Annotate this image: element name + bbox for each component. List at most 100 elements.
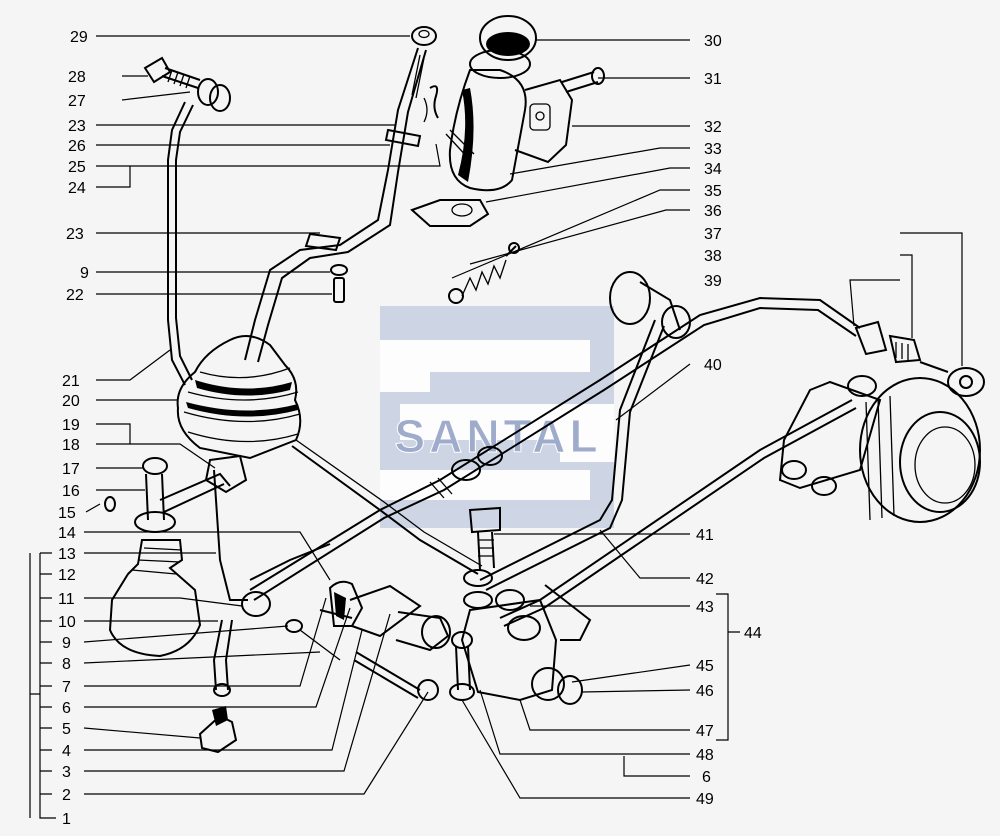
part-knob-30 <box>469 15 537 79</box>
callout-35: 35 <box>704 183 722 200</box>
callout-49: 49 <box>696 791 714 808</box>
part-bracket-18 <box>204 454 248 601</box>
callout-37: 37 <box>704 226 722 243</box>
part-clamp-26 <box>304 128 422 252</box>
leader-36 <box>469 209 690 265</box>
callout-47: 47 <box>696 723 714 740</box>
leader-4 <box>84 629 363 751</box>
callout-5: 5 <box>62 721 71 738</box>
leader-9b <box>83 625 289 643</box>
callout-9: 9 <box>80 265 89 282</box>
leader-49 <box>461 699 690 799</box>
leader-11 <box>84 597 243 607</box>
callout-numbers-right: 30 31 32 33 34 35 36 37 38 39 40 41 42 4… <box>696 33 762 808</box>
callout-22: 22 <box>66 287 84 304</box>
leader-21 <box>96 349 171 381</box>
watermark-text: SANTAL <box>394 410 601 462</box>
callout-10: 10 <box>58 614 76 631</box>
leader-5 <box>83 727 201 739</box>
part-bleed-hose <box>249 543 331 581</box>
part-pin-31 <box>561 67 605 93</box>
callout-20: 20 <box>62 393 80 410</box>
callout-48: 48 <box>696 747 714 764</box>
leader-34 <box>485 167 690 203</box>
callout-9b: 9 <box>62 635 71 652</box>
callout-44: 44 <box>744 625 762 642</box>
callout-6b: 6 <box>702 769 711 786</box>
watermark-logo: SANTAL <box>380 306 614 528</box>
callout-2: 2 <box>62 787 71 804</box>
part-bolt-22 <box>330 264 348 303</box>
callout-30: 30 <box>704 33 722 50</box>
callout-33: 33 <box>704 141 722 158</box>
callout-21: 21 <box>62 373 80 390</box>
part-rubber-boot-20 <box>176 335 302 460</box>
callout-18: 18 <box>62 437 80 454</box>
callout-1: 1 <box>62 811 71 828</box>
part-shift-cable <box>291 439 483 575</box>
leader-1-bracket <box>29 552 56 819</box>
leader-35 <box>451 189 690 279</box>
leader-48 <box>479 689 690 755</box>
part-spring-35 <box>448 242 520 304</box>
callout-14: 14 <box>58 525 76 542</box>
part-master-cylinder <box>778 375 981 523</box>
leader-14 <box>84 531 331 581</box>
leader-40 <box>615 363 691 421</box>
leader-27 <box>121 91 191 101</box>
leader-2 <box>84 691 429 795</box>
callout-12: 12 <box>58 567 76 584</box>
callout-26: 26 <box>68 138 86 155</box>
callout-23b: 23 <box>66 226 84 243</box>
leader-44-bracket <box>716 593 740 741</box>
callout-32: 32 <box>704 119 722 136</box>
callout-19: 19 <box>62 417 80 434</box>
leader-46 <box>581 689 691 693</box>
part-valve-body-32 <box>445 69 574 192</box>
callout-36: 36 <box>704 203 722 220</box>
part-pipe-fitting-28 <box>143 56 231 112</box>
part-hose-11 <box>212 591 271 697</box>
leader-15 <box>85 503 101 513</box>
callout-39: 39 <box>704 273 722 290</box>
callout-16: 16 <box>62 483 80 500</box>
leader-6b <box>623 756 690 777</box>
leader-19 <box>96 423 131 444</box>
leader-24 <box>96 166 131 188</box>
callout-15: 15 <box>58 505 76 522</box>
part-elbow-5 <box>198 706 238 754</box>
part-reservoir-12 <box>104 457 231 658</box>
leader-6a <box>84 607 351 708</box>
callout-31: 31 <box>704 71 722 88</box>
part-main-pipe <box>249 296 861 601</box>
leader-3 <box>84 613 391 772</box>
part-slave-cylinder-2 <box>285 580 451 701</box>
leader-8 <box>83 651 321 664</box>
leader-18 <box>96 443 216 469</box>
leader-37 <box>900 232 963 366</box>
leader-39 <box>849 279 900 327</box>
part-nut-29 <box>411 26 437 46</box>
callout-8: 8 <box>62 656 71 673</box>
callout-3: 3 <box>62 764 71 781</box>
part-gearshift-rod <box>244 47 427 363</box>
part-spring-clip-25 <box>423 85 439 123</box>
callout-27: 27 <box>68 93 86 110</box>
callout-29: 29 <box>70 29 88 46</box>
callout-13: 13 <box>58 546 76 563</box>
callout-28: 28 <box>68 69 86 86</box>
callout-38: 38 <box>704 248 722 265</box>
leader-45 <box>571 664 691 683</box>
callout-25: 25 <box>68 159 86 176</box>
callout-43: 43 <box>696 599 714 616</box>
callout-11: 11 <box>58 591 75 608</box>
part-union-39 <box>854 320 985 397</box>
callout-7: 7 <box>62 679 71 696</box>
leader-33 <box>509 147 690 175</box>
callout-41: 41 <box>696 527 714 544</box>
callout-4: 4 <box>62 743 71 760</box>
leader-47 <box>519 699 690 731</box>
part-plate-34 <box>410 199 490 227</box>
